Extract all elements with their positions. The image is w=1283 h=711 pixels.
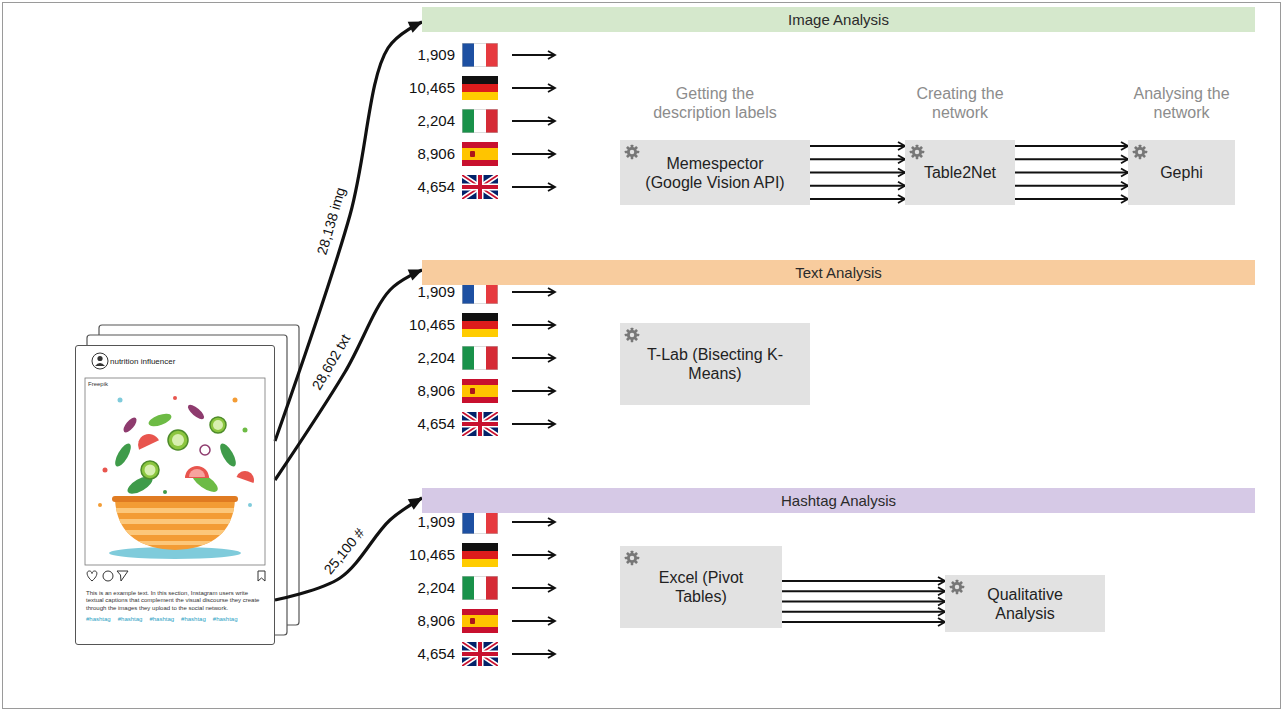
flag-uk — [462, 175, 498, 199]
post-stack — [75, 325, 299, 645]
input-arrows — [512, 55, 555, 654]
salad-illustration — [98, 396, 257, 559]
step-arrow — [1015, 172, 1128, 174]
step-arrow — [1015, 145, 1128, 147]
section-band: Image Analysis — [422, 7, 1255, 32]
post-caption-area: This is an example text. In this section… — [86, 590, 266, 623]
tool-name: Table2Net — [924, 163, 996, 182]
flag-italy — [462, 346, 498, 370]
hashtag-row: #hashtag #hashtag #hashtag #hashtag #hashtag — [86, 615, 266, 623]
flag-uk — [462, 412, 498, 436]
step-arrow — [782, 611, 945, 613]
tool-box: Creating the networkTable2Net — [905, 140, 1015, 205]
step-arrow — [1015, 198, 1128, 200]
country-count: 1,909 — [380, 46, 455, 64]
hashtag: #hashtag — [149, 615, 174, 623]
section-band: Text Analysis — [422, 260, 1255, 285]
country-count: 4,654 — [380, 415, 455, 433]
gear-icon — [909, 144, 925, 160]
step-arrow — [782, 580, 945, 582]
hashtag: #hashtag — [181, 615, 206, 623]
country-count: 10,465 — [380, 79, 455, 97]
step-arrow — [782, 601, 945, 603]
tool-name: Qualitative Analysis — [960, 585, 1090, 623]
gear-icon — [624, 144, 640, 160]
avatar-icon — [92, 353, 108, 369]
flow-label: 25,100 # — [319, 523, 369, 578]
tool-box: Getting the description labelsMemespecto… — [620, 140, 810, 205]
step-arrow — [810, 185, 905, 187]
country-count: 2,204 — [380, 349, 455, 367]
account-name: nutrition influencer — [110, 357, 175, 366]
country-flags — [462, 43, 498, 666]
flag-germany — [462, 543, 498, 567]
tool-box: Qualitative Analysis — [945, 575, 1105, 632]
flag-spain — [462, 609, 498, 633]
country-count: 8,906 — [380, 382, 455, 400]
flag-france — [462, 43, 498, 67]
step-arrow — [782, 621, 945, 623]
flag-france — [462, 510, 498, 534]
country-count: 10,465 — [380, 546, 455, 564]
band-title: Hashtag Analysis — [781, 492, 896, 510]
gear-icon — [1132, 144, 1148, 160]
step-arrow — [810, 145, 905, 147]
step-arrow — [1015, 158, 1128, 160]
hashtag: #hashtag — [213, 615, 238, 623]
country-count: 1,909 — [380, 513, 455, 531]
flag-germany — [462, 313, 498, 337]
flow-label: 28,138 img — [313, 184, 349, 259]
flag-spain — [462, 142, 498, 166]
country-count: 4,654 — [380, 178, 455, 196]
step-heading: Getting the description labels — [635, 84, 795, 122]
tool-name: T-Lab (Bisecting K-Means) — [640, 345, 790, 383]
step-heading: Analysing the network — [1121, 84, 1243, 122]
hashtag: #hashtag — [118, 615, 143, 623]
country-count: 2,204 — [380, 579, 455, 597]
image-credit: Freepik — [88, 381, 108, 387]
gear-icon — [949, 579, 965, 595]
tool-box: Excel (Pivot Tables) — [620, 546, 782, 628]
flag-spain — [462, 379, 498, 403]
tool-name: Excel (Pivot Tables) — [636, 568, 766, 606]
post-actions — [87, 571, 265, 581]
tool-name: Gephi — [1160, 163, 1203, 182]
flag-uk — [462, 642, 498, 666]
country-count: 1,909 — [380, 283, 455, 301]
step-arrow — [1015, 185, 1128, 187]
flag-italy — [462, 576, 498, 600]
country-count: 8,906 — [380, 612, 455, 630]
section-band: Hashtag Analysis — [422, 488, 1255, 513]
step-heading: Creating the network — [904, 84, 1016, 122]
caption-text: This is an example text. In this section… — [86, 590, 266, 612]
post-card: nutrition influencerFreepikThis is an ex… — [75, 345, 275, 645]
step-arrow — [810, 198, 905, 200]
flow-arrow — [275, 270, 422, 480]
band-title: Image Analysis — [788, 11, 889, 29]
tool-box: Analysing the networkGephi — [1128, 140, 1235, 205]
country-count: 10,465 — [380, 316, 455, 334]
flow-arrow — [275, 22, 422, 441]
gear-icon — [624, 327, 640, 343]
flag-germany — [462, 76, 498, 100]
step-arrow — [782, 590, 945, 592]
band-title: Text Analysis — [795, 264, 882, 282]
flow-arrow — [275, 498, 422, 600]
hashtag: #hashtag — [86, 615, 111, 623]
tool-box: T-Lab (Bisecting K-Means) — [620, 323, 810, 405]
country-count: 4,654 — [380, 645, 455, 663]
country-count: 8,906 — [380, 145, 455, 163]
figure-border — [3, 3, 1281, 709]
flow-label: 28,602 txt — [308, 330, 355, 395]
step-arrow — [810, 172, 905, 174]
photo-frame — [85, 378, 265, 565]
country-count: 2,204 — [380, 112, 455, 130]
flag-italy — [462, 109, 498, 133]
gear-icon — [624, 550, 640, 566]
step-arrow — [810, 158, 905, 160]
tool-name: Memespector (Google Vision API) — [640, 154, 790, 192]
